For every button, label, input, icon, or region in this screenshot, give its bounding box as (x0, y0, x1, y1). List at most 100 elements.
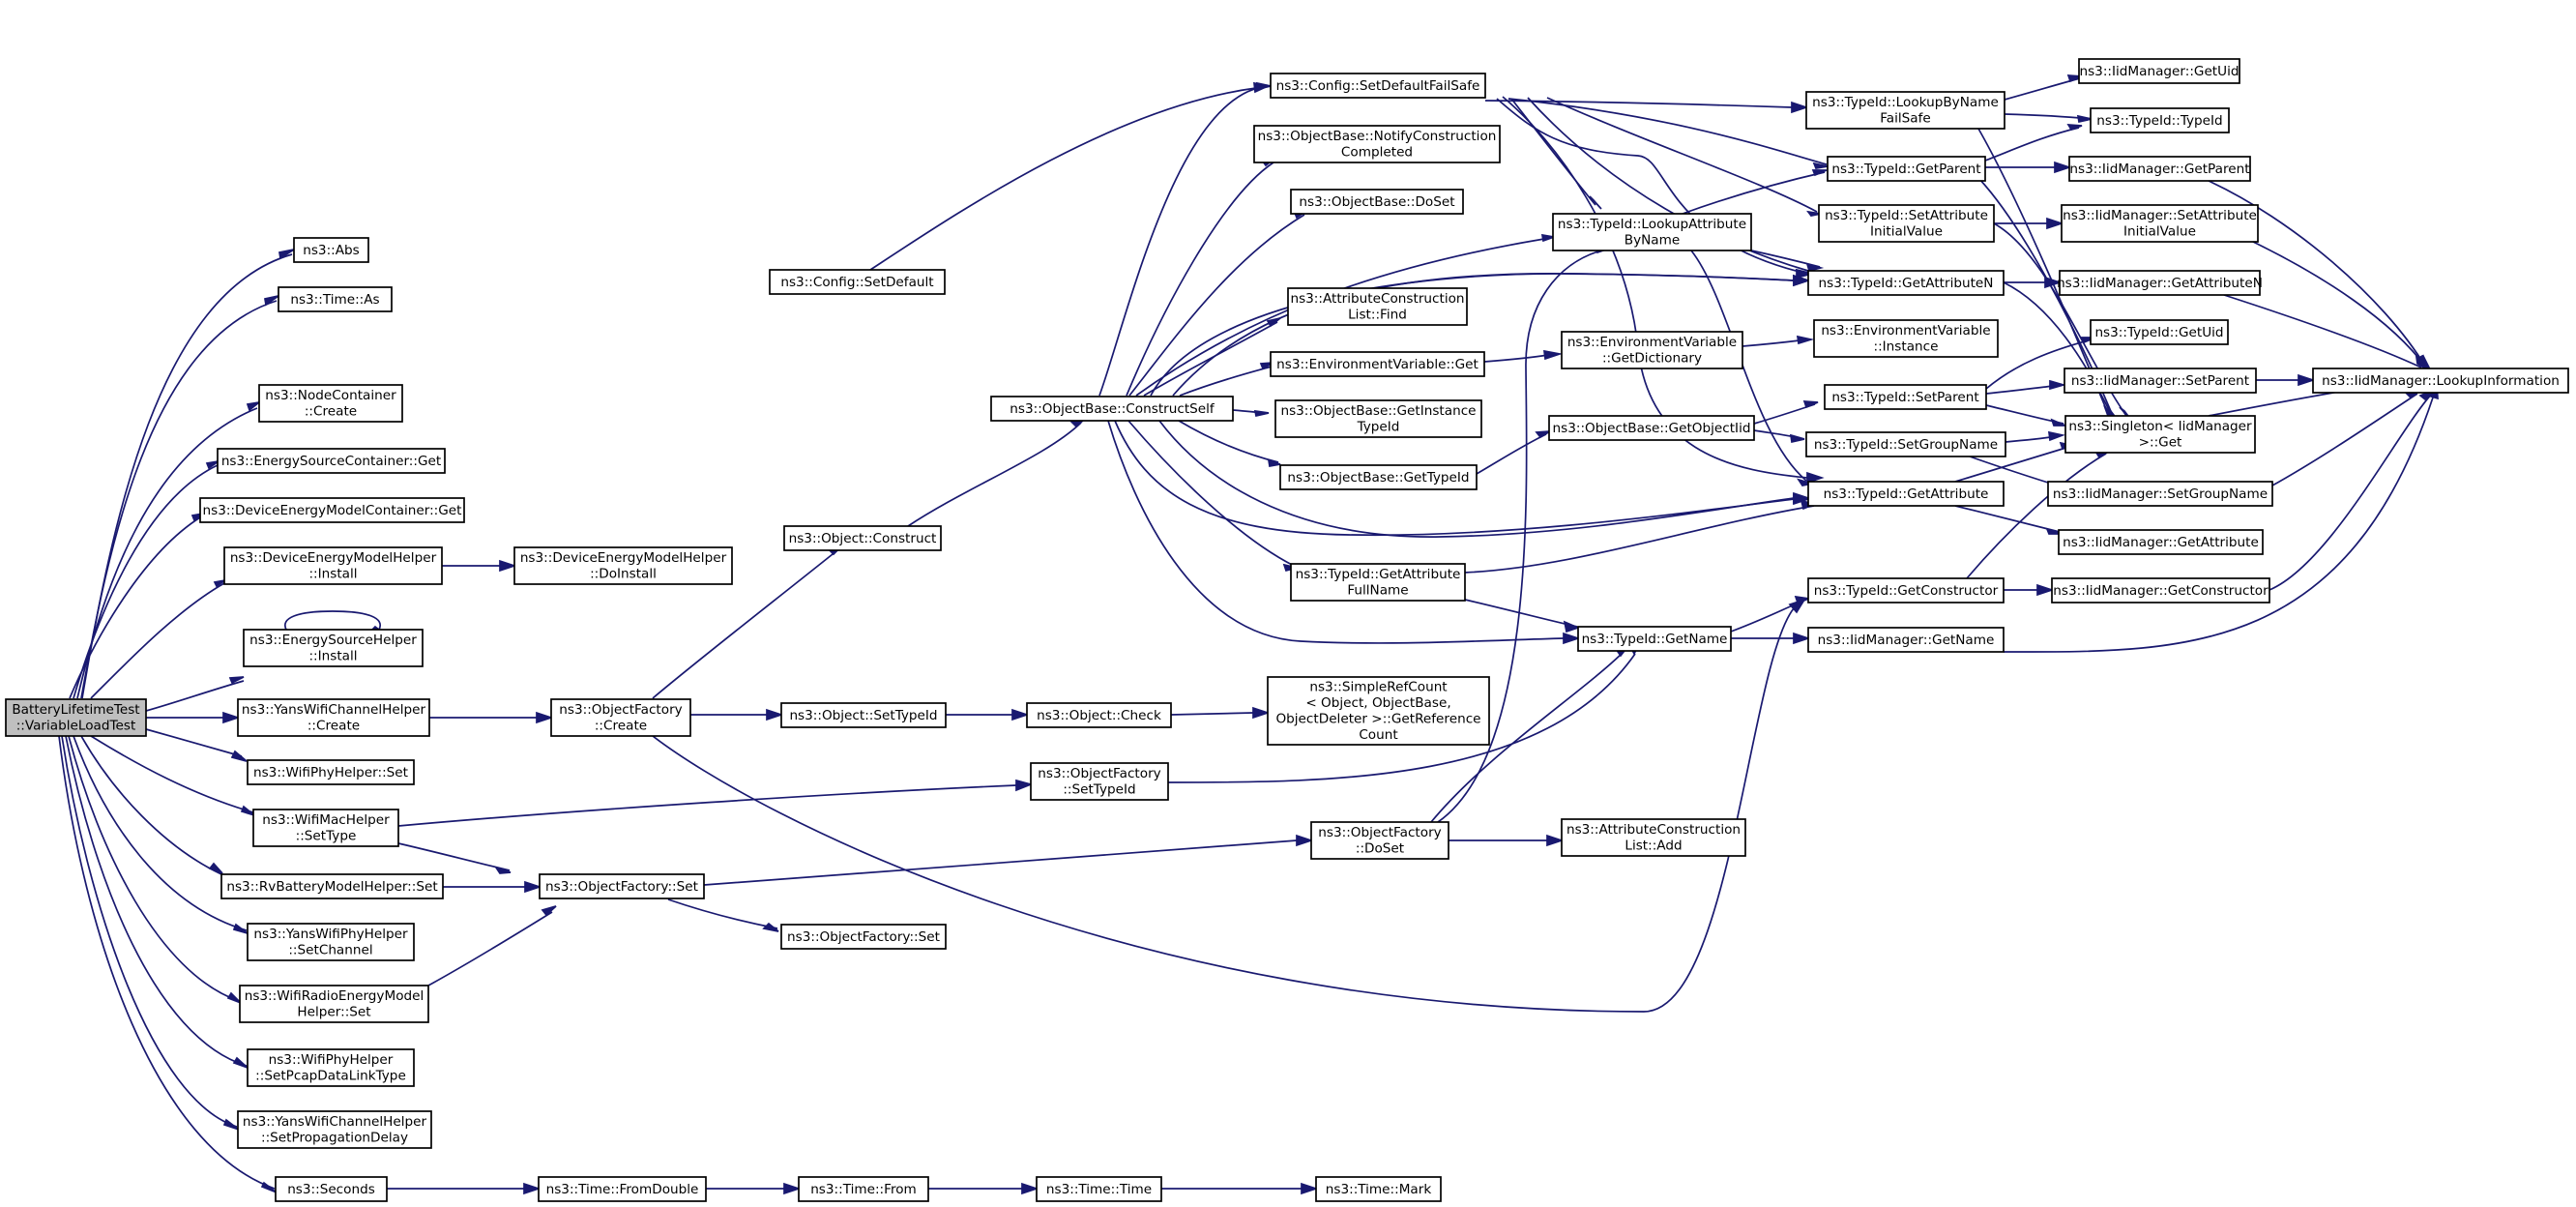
node-label-line: ns3::NodeContainer (265, 388, 396, 403)
graph-node-obnotify[interactable]: ns3::ObjectBase::NotifyConstructionCompl… (1253, 125, 1501, 163)
graph-node-rvbset[interactable]: ns3::RvBatteryModelHelper::Set (220, 873, 444, 899)
edge-line (652, 607, 1795, 1013)
graph-node-ywchcreate[interactable]: ns3::YansWifiChannelHelper::Create (237, 698, 430, 737)
graph-node-ofset[interactable]: ns3::ObjectFactory::Set (539, 873, 705, 899)
graph-node-timemark[interactable]: ns3::Time::Mark (1315, 1176, 1442, 1202)
graph-node-iidlookup[interactable]: ns3::IidManager::LookupInformation (2312, 368, 2569, 394)
graph-node-demhdoinst[interactable]: ns3::DeviceEnergyModelHelper::DoInstall (513, 546, 733, 585)
graph-node-tidsetgroup[interactable]: ns3::TypeId::SetGroupName (1805, 431, 2006, 457)
graph-node-demcget[interactable]: ns3::DeviceEnergyModelContainer::Get (199, 497, 465, 523)
graph-node-iidgetparent[interactable]: ns3::IidManager::GetParent (2068, 156, 2251, 182)
graph-node-tidsetparent[interactable]: ns3::TypeId::SetParent (1824, 384, 1987, 410)
edge-arrowhead (2048, 430, 2065, 442)
graph-node-wphpcap[interactable]: ns3::WifiPhyHelper::SetPcapDataLinkType (247, 1048, 415, 1087)
graph-node-iidgetattr[interactable]: ns3::IidManager::GetAttribute (2058, 529, 2264, 555)
node-label-line: ns3::SimpleRefCount (1309, 680, 1447, 695)
graph-node-iidgetname[interactable]: ns3::IidManager::GetName (1807, 627, 2005, 653)
call-edge-tidgetparent-to-tidtypeid (1984, 124, 2083, 162)
call-edge-tidlookupattr-to-tidgetparent (1682, 169, 1828, 215)
graph-node-envinst[interactable]: ns3::EnvironmentVariable::Instance (1813, 319, 1999, 358)
graph-node-tidgetname[interactable]: ns3::TypeId::GetName (1577, 626, 1732, 652)
node-label-line: ns3::ObjectFactory::Set (787, 929, 940, 945)
edge-line (397, 842, 511, 871)
call-edge-wremhset-to-ofset (427, 905, 557, 986)
graph-node-nodecont[interactable]: ns3::NodeContainer::Create (258, 384, 403, 423)
call-edge-seconds-to-timefromdbl (387, 1182, 542, 1195)
graph-node-ofset2[interactable]: ns3::ObjectFactory::Set (780, 924, 947, 950)
graph-node-ofdoset[interactable]: ns3::ObjectFactory::DoSet (1310, 821, 1449, 860)
graph-node-ofcreate[interactable]: ns3::ObjectFactory::Create (550, 698, 691, 737)
node-label-line: ns3::Time::FromDouble (546, 1182, 699, 1197)
node-box (247, 759, 415, 785)
node-label-line: ns3::TypeId::LookupByName (1812, 95, 1999, 110)
graph-node-ofsettid[interactable]: ns3::ObjectFactory::SetTypeId (1030, 762, 1169, 801)
graph-node-cfgsdfs[interactable]: ns3::Config::SetDefaultFailSafe (1270, 73, 1486, 99)
graph-node-iidgetctor[interactable]: ns3::IidManager::GetConstructor (2051, 577, 2270, 604)
graph-node-eshinst[interactable]: ns3::EnergySourceHelper::Install (243, 629, 424, 667)
call-edge-ofset-to-ofdoset (703, 834, 1314, 886)
edge-line (2004, 113, 2091, 120)
graph-node-obgetobjtid[interactable]: ns3::ObjectBase::GetObjectIid (1548, 415, 1755, 441)
edge-arrowhead (228, 676, 245, 685)
edge-line (1114, 420, 1795, 537)
graph-node-timefromdbl[interactable]: ns3::Time::FromDouble (538, 1176, 707, 1202)
graph-node-iidgetattrn[interactable]: ns3::IidManager::GetAttributeN (2057, 270, 2263, 296)
graph-node-timefrom[interactable]: ns3::Time::From (798, 1176, 929, 1202)
node-label-line: ns3::Time::Mark (1326, 1182, 1432, 1197)
graph-node-timetime[interactable]: ns3::Time::Time (1036, 1176, 1162, 1202)
graph-node-tidgetattrn[interactable]: ns3::TypeId::GetAttributeN (1807, 270, 2005, 296)
edge-arrowhead (1806, 210, 1822, 217)
graph-node-simplerc[interactable]: ns3::SimpleRefCount< Object, ObjectBase,… (1267, 676, 1490, 746)
node-box (247, 1048, 415, 1087)
graph-node-abs[interactable]: ns3::Abs (293, 237, 369, 263)
graph-node-objconstruct[interactable]: ns3::Object::Construct (783, 525, 942, 551)
node-box (1805, 431, 2006, 457)
graph-node-tidgetattr[interactable]: ns3::TypeId::GetAttribute (1807, 481, 2005, 507)
graph-node-tidgetctor[interactable]: ns3::TypeId::GetConstructor (1807, 577, 2005, 604)
graph-node-envgetdict[interactable]: ns3::EnvironmentVariable::GetDictionary (1561, 331, 1743, 369)
graph-node-obconstructself[interactable]: ns3::ObjectBase::ConstructSelf (990, 396, 1234, 422)
graph-node-ywphsetch[interactable]: ns3::YansWifiPhyHelper::SetChannel (247, 923, 415, 961)
edge-arrowhead (1796, 335, 1815, 345)
graph-node-tidgetparent[interactable]: ns3::TypeId::GetParent (1827, 156, 1986, 182)
node-box (1577, 626, 1732, 652)
graph-node-wmhsettype[interactable]: ns3::WifiMacHelper::SetType (252, 809, 399, 847)
node-label-line: ::Create (307, 719, 360, 734)
graph-node-envget[interactable]: ns3::EnvironmentVariable::Get (1270, 351, 1485, 377)
graph-node-wphset[interactable]: ns3::WifiPhyHelper::Set (247, 759, 415, 785)
node-box (769, 269, 946, 295)
graph-node-iidsetparent[interactable]: ns3::IidManager::SetParent (2064, 368, 2257, 394)
graph-node-objsettid[interactable]: ns3::Object::SetTypeId (780, 702, 947, 728)
graph-node-demhinst[interactable]: ns3::DeviceEnergyModelHelper::Install (223, 546, 443, 585)
graph-node-singleton[interactable]: ns3::Singleton< IidManager>::Get (2064, 415, 2256, 454)
graph-node-obdoset[interactable]: ns3::ObjectBase::DoSet (1290, 189, 1464, 215)
node-label-line: ObjectDeleter >::GetReference (1275, 712, 1480, 727)
graph-node-iidgetuid[interactable]: ns3::IidManager::GetUid (2078, 58, 2240, 84)
graph-node-cfgsetdef[interactable]: ns3::Config::SetDefault (769, 269, 946, 295)
graph-node-obgettid[interactable]: ns3::ObjectBase::GetTypeId (1279, 464, 1478, 490)
edge-arrowhead (1806, 471, 1825, 485)
graph-node-seconds[interactable]: ns3::Seconds (275, 1176, 388, 1202)
graph-node-iidsetgroup[interactable]: ns3::IidManager::SetGroupName (2047, 481, 2273, 507)
graph-node-iidsetattrinit[interactable]: ns3::IidManager::SetAttributeInitialValu… (2061, 204, 2259, 243)
node-label-line: List::Add (1625, 839, 1682, 854)
edge-line (61, 735, 238, 1128)
call-edge-root-to-demhinst (90, 579, 226, 699)
graph-node-objcheck[interactable]: ns3::Object::Check (1026, 702, 1172, 728)
edge-line (1464, 505, 1815, 574)
graph-node-timeas[interactable]: ns3::Time::As (278, 286, 393, 312)
graph-node-ywchprop[interactable]: ns3::YansWifiChannelHelper::SetPropagati… (237, 1110, 432, 1149)
node-box (1310, 821, 1449, 860)
graph-node-tidtypeid[interactable]: ns3::TypeId::TypeId (2090, 107, 2230, 133)
graph-node-tidgetuid[interactable]: ns3::TypeId::GetUid (2090, 319, 2229, 345)
graph-node-escget[interactable]: ns3::EnergySourceContainer::Get (217, 448, 446, 474)
node-label-line: ns3::TypeId::TypeId (2096, 113, 2222, 129)
